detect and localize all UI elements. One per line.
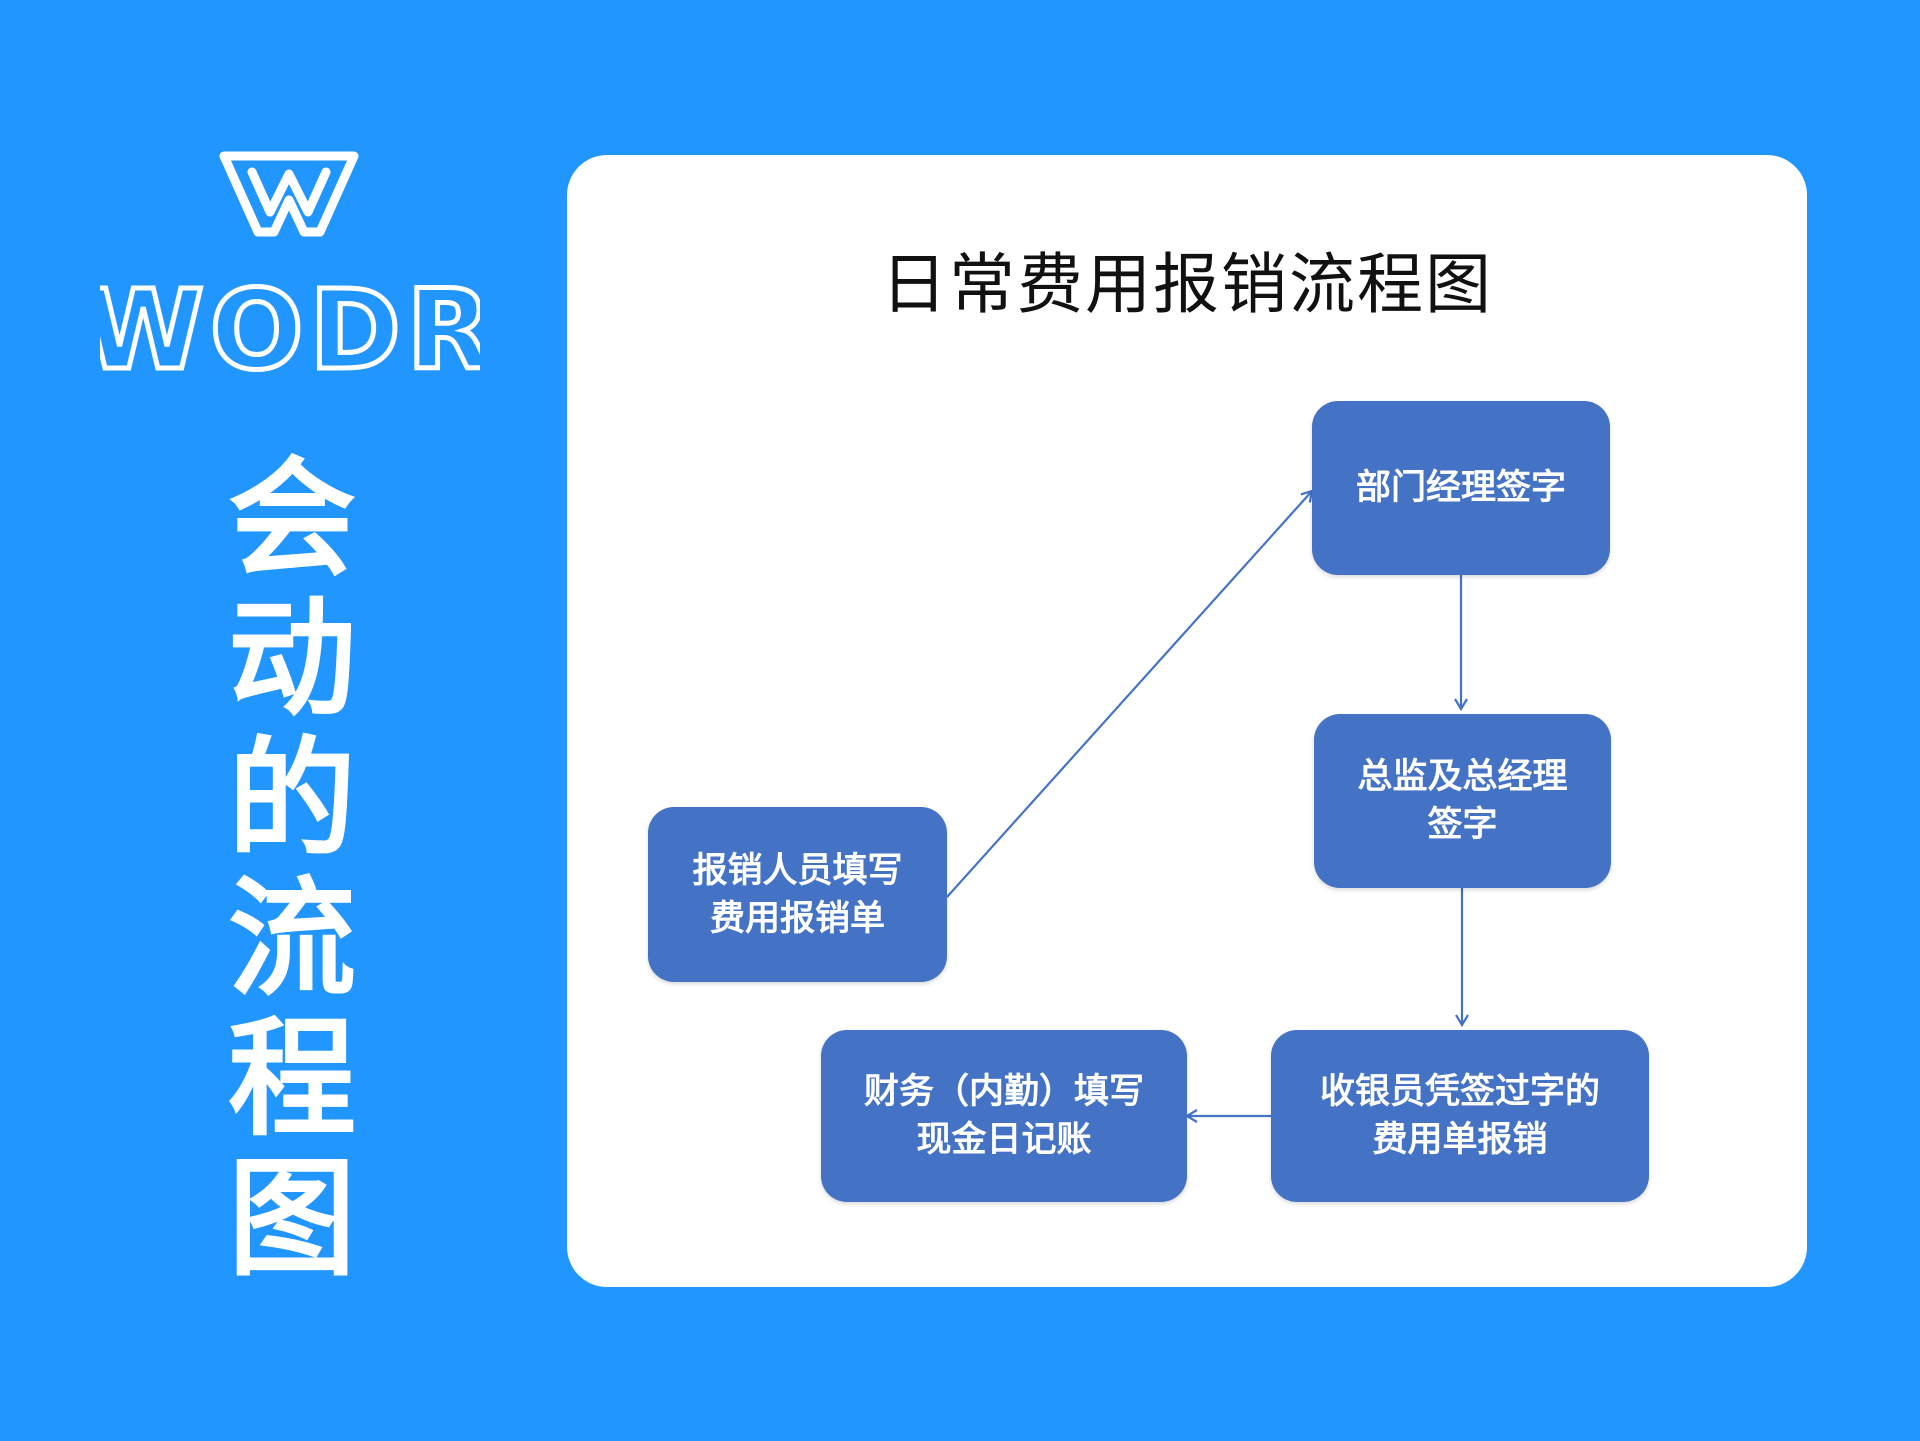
wps-logo-icon [219, 151, 359, 237]
node-label: 收银员凭签过字的 费用单报销 [1319, 1072, 1600, 1160]
node-finance-cash-journal: 财务（内勤）填写 现金日记账 [821, 1030, 1187, 1202]
wps-logo [218, 150, 360, 240]
left-panel: WODR 会 动 的 流 程 图 [0, 0, 560, 1441]
node-submit-expense-form: 报销人员填写 费用报销单 [648, 807, 947, 982]
node-label: 财务（内勤）填写 现金日记账 [863, 1072, 1144, 1160]
vertical-title-char: 图 [227, 1145, 356, 1294]
vertical-title-char: 动 [227, 585, 356, 734]
vertical-title-char: 程 [227, 1005, 356, 1154]
node-director-gm-sign: 总监及总经理 签字 [1314, 714, 1611, 888]
vertical-title-char: 流 [227, 865, 356, 1014]
edge-submit-to-dept-manager [946, 491, 1312, 898]
brand-label: WODR [100, 268, 480, 388]
diagram-card: 日常费用报销流程图 报销人员填写 费用报销单 部门经理签字 总监及总经理 签字 … [567, 155, 1807, 1287]
node-label: 部门经理签字 [1355, 468, 1566, 508]
node-label: 总监及总经理 签字 [1357, 757, 1568, 845]
node-cashier-reimburse: 收银员凭签过字的 费用单报销 [1271, 1030, 1649, 1202]
brand-name: WODR [80, 264, 494, 397]
vertical-title: 会 动 的 流 程 图 [212, 450, 372, 1290]
node-label: 报销人员填写 费用报销单 [692, 850, 903, 939]
diagram-title: 日常费用报销流程图 [881, 246, 1493, 323]
node-dept-manager-sign: 部门经理签字 [1312, 401, 1610, 575]
vertical-title-char: 的 [227, 725, 356, 874]
vertical-title-char: 会 [227, 445, 356, 594]
